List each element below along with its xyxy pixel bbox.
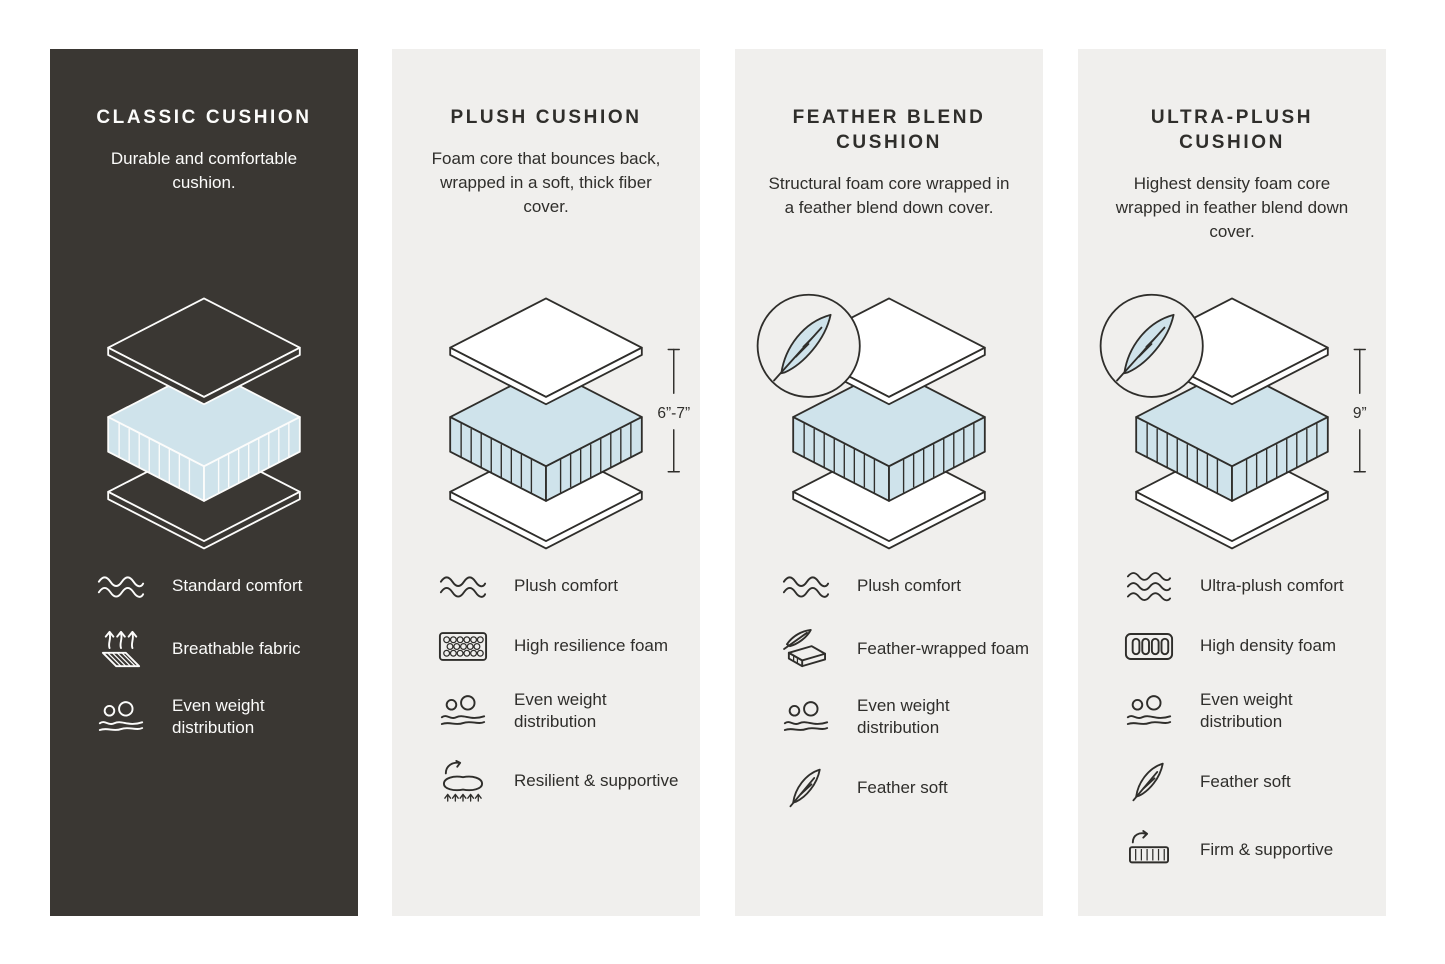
- feather-icon: [1120, 760, 1178, 804]
- feature-label: Resilient & supportive: [514, 770, 679, 790]
- weight-distribution-icon: [1120, 694, 1178, 729]
- panel-title: FEATHER BLEND CUSHION: [792, 107, 986, 154]
- ultra-plush-cushion-panel: ULTRA-PLUSH CUSHION Highest density foam…: [1078, 49, 1386, 916]
- panel-description: Highest density foam core wrapped in fea…: [1115, 174, 1349, 242]
- feature-row: Firm & supportive: [1120, 829, 1372, 870]
- feather-badge-icon: [756, 293, 861, 398]
- cushion-layers-illustration: 6”-7”: [392, 289, 700, 556]
- feature-row: Ultra-plush comfort: [1120, 569, 1372, 603]
- feature-list: Plush comfort High resilience foam Even …: [434, 569, 686, 802]
- weight-distribution-icon: [777, 700, 835, 735]
- height-dimension: 6”-7”: [657, 348, 690, 473]
- wave-icon: [1120, 570, 1178, 603]
- feature-label: Standard comfort: [172, 575, 303, 595]
- cushion-layers-illustration: [735, 289, 1043, 556]
- feature-list: Plush comfort Feather-wrapped foam Even …: [777, 569, 1029, 810]
- feature-row: Breathable fabric: [92, 629, 344, 669]
- feature-label: Feather-wrapped foam: [857, 638, 1029, 658]
- feature-label: High resilience foam: [514, 635, 669, 655]
- density-foam-icon: [1120, 632, 1178, 661]
- panel-title: CLASSIC CUSHION: [96, 107, 312, 128]
- panel-description: Durable and comfortable cushion.: [110, 149, 298, 193]
- breathable-fabric-icon: [92, 629, 150, 669]
- feature-list: Standard comfort Breathable fabric Even …: [92, 569, 344, 740]
- firm-supportive-icon: [1120, 829, 1178, 870]
- feature-label: Feather soft: [1200, 771, 1291, 791]
- feature-label: Plush comfort: [514, 575, 618, 595]
- feature-row: Even weight distribution: [92, 695, 344, 740]
- feature-row: High resilience foam: [434, 629, 686, 663]
- height-dimension-label: 9”: [1353, 405, 1367, 422]
- feature-row: Even weight distribution: [434, 689, 686, 734]
- wave-icon: [777, 572, 835, 601]
- resilient-supportive-icon: [434, 759, 492, 802]
- feature-label: Ultra-plush comfort: [1200, 575, 1344, 595]
- wave-icon: [92, 572, 150, 601]
- cushion-layers-illustration: 9”: [1078, 289, 1386, 556]
- feature-row: Feather-wrapped foam: [777, 629, 1029, 669]
- weight-distribution-icon: [434, 694, 492, 729]
- weight-distribution-icon: [92, 700, 150, 735]
- classic-cushion-panel: CLASSIC CUSHION Durable and comfortable …: [50, 49, 358, 916]
- feature-row: Plush comfort: [434, 569, 686, 603]
- feature-label: Even weight distribution: [857, 696, 950, 738]
- feature-row: Feather soft: [1120, 760, 1372, 804]
- feature-label: Breathable fabric: [172, 638, 301, 658]
- panel-description: Foam core that bounces back, wrapped in …: [431, 149, 661, 217]
- feature-label: Even weight distribution: [1200, 690, 1293, 732]
- feature-row: High density foam: [1120, 629, 1372, 663]
- feather-blend-cushion-panel: FEATHER BLEND CUSHION Structural foam co…: [735, 49, 1043, 916]
- height-dimension: 9”: [1353, 348, 1367, 473]
- feature-label: Firm & supportive: [1200, 839, 1334, 859]
- feature-row: Plush comfort: [777, 569, 1029, 603]
- resilience-foam-icon: [434, 631, 492, 662]
- feature-list: Ultra-plush comfort High density foam Ev…: [1120, 569, 1372, 870]
- panel-description: Structural foam core wrapped in a feathe…: [768, 174, 1010, 218]
- feature-label: High density foam: [1200, 635, 1337, 655]
- height-dimension-label: 6”-7”: [657, 405, 690, 422]
- feather-badge-icon: [1099, 293, 1204, 398]
- feature-label: Even weight distribution: [514, 690, 607, 732]
- panel-title: ULTRA-PLUSH CUSHION: [1150, 107, 1314, 154]
- feature-row: Even weight distribution: [777, 695, 1029, 740]
- feature-label: Plush comfort: [857, 575, 961, 595]
- cushion-layers-illustration: [50, 289, 358, 556]
- panel-title: PLUSH CUSHION: [450, 107, 642, 128]
- feature-row: Even weight distribution: [1120, 689, 1372, 734]
- feature-row: Standard comfort: [92, 569, 344, 603]
- wave-icon: [434, 572, 492, 601]
- plush-cushion-panel: PLUSH CUSHION Foam core that bounces bac…: [392, 49, 700, 916]
- feather-wrapped-foam-icon: [777, 629, 835, 669]
- feature-row: Feather soft: [777, 766, 1029, 810]
- feature-label: Feather soft: [857, 777, 948, 797]
- feather-icon: [777, 766, 835, 810]
- feature-label: Even weight distribution: [172, 696, 265, 738]
- feature-row: Resilient & supportive: [434, 759, 686, 802]
